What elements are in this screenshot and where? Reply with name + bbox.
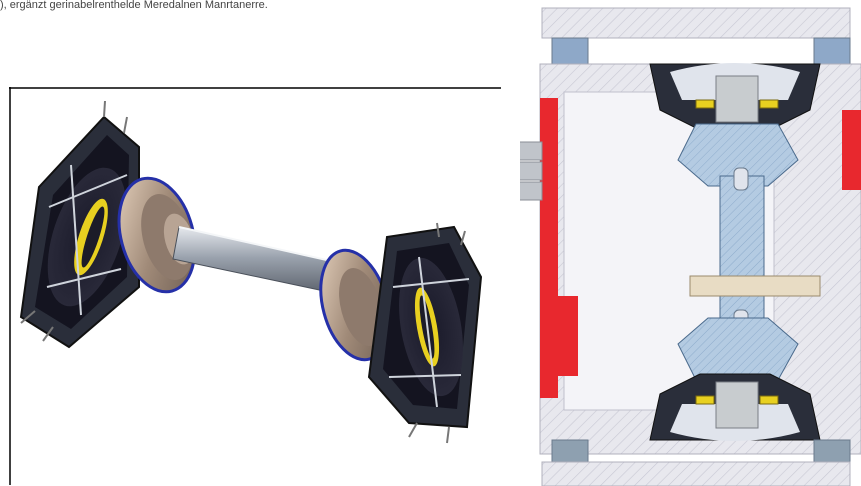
red-panel-lower (558, 296, 578, 376)
pin-top (733, 167, 749, 191)
stub-3 (520, 181, 543, 201)
stub-2 (520, 161, 543, 181)
speaker-driver-icon (649, 373, 821, 441)
top-plate (541, 7, 851, 39)
mounting-bracket-icon (319, 248, 391, 362)
mounting-bracket-icon (117, 176, 197, 294)
speaker-driver-icon (649, 63, 821, 131)
speaker-driver-icon (19, 100, 140, 349)
bottom-plate (541, 461, 851, 486)
cross-section-view (520, 0, 861, 486)
spacer-top-left (551, 37, 589, 65)
red-panel-left (540, 98, 558, 398)
spacer-top-right (813, 37, 851, 65)
isometric-view (9, 87, 501, 485)
stub-1 (520, 141, 543, 161)
figure-caption: ), ergänzt gerinabelrenthelde Meredalnen… (0, 0, 268, 11)
cross-section-drawing (520, 7, 861, 486)
horizontal-rod (689, 275, 821, 297)
central-shaft (719, 175, 765, 329)
speaker-driver-icon (367, 222, 483, 444)
coupling-top (677, 123, 799, 187)
isometric-assembly-drawing (9, 87, 501, 485)
red-panel-right (842, 110, 861, 190)
